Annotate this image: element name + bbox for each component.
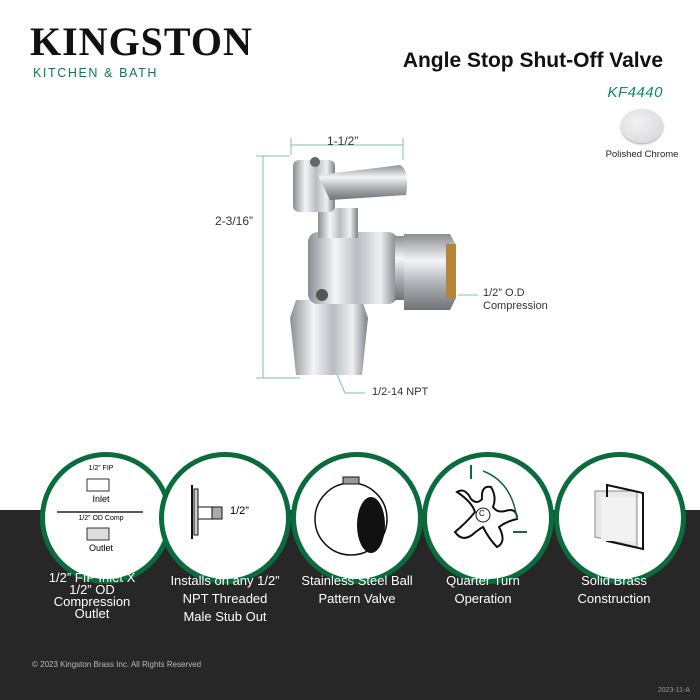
copyright: © 2023 Kingston Brass Inc. All Rights Re… bbox=[32, 660, 202, 669]
feature-label-quarter-turn: Quarter Turn Operation bbox=[446, 573, 520, 606]
feature-label-inlet-outlet: 1/2” FIP Inlet X 1/2” OD Compression Out… bbox=[48, 570, 136, 621]
document-code: 2023-11-A bbox=[657, 687, 690, 694]
dimension-inlet: 1/2-14 NPT bbox=[372, 386, 429, 398]
stub-out-icon: 1/2” bbox=[159, 452, 291, 584]
inlet-outlet-icon: 1/2” FIP Inlet 1/2” OD Comp Outlet bbox=[40, 452, 172, 584]
icon-label-half-inch: 1/2” bbox=[230, 505, 249, 517]
finish-swatch[interactable] bbox=[621, 109, 663, 143]
brand-logo: KINGSTON KITCHEN & BATH bbox=[30, 19, 253, 81]
feature-label-ball-valve: Stainless Steel Ball Pattern Valve bbox=[301, 573, 413, 606]
model-number: KF4440 bbox=[607, 84, 663, 101]
ball-valve-icon bbox=[291, 452, 423, 584]
brand-name: KINGSTON bbox=[30, 19, 253, 64]
icon-label-fip: 1/2” FIP bbox=[88, 465, 114, 472]
brass-block-icon bbox=[554, 452, 686, 584]
brand-tagline: KITCHEN & BATH bbox=[33, 66, 158, 80]
icon-label-inlet: Inlet bbox=[92, 494, 110, 504]
feature-label-stub-out: Installs on any 1/2” NPT Threaded Male S… bbox=[170, 573, 280, 624]
dimension-outlet: 1/2” O.D Compression bbox=[483, 287, 548, 312]
icon-label-od: 1/2” OD Comp bbox=[78, 515, 124, 522]
quarter-turn-icon: C bbox=[422, 452, 554, 584]
feature-label-brass: Solid Brass Construction bbox=[577, 573, 651, 606]
valve-illustration bbox=[256, 138, 478, 394]
icon-label-c: C bbox=[479, 509, 485, 518]
dimension-height: 2-3/16” bbox=[215, 214, 254, 228]
dimension-width: 1-1/2” bbox=[327, 134, 359, 148]
finish-label: Polished Chrome bbox=[605, 149, 679, 160]
product-title: Angle Stop Shut-Off Valve bbox=[402, 49, 663, 72]
icon-label-outlet: Outlet bbox=[88, 543, 113, 553]
